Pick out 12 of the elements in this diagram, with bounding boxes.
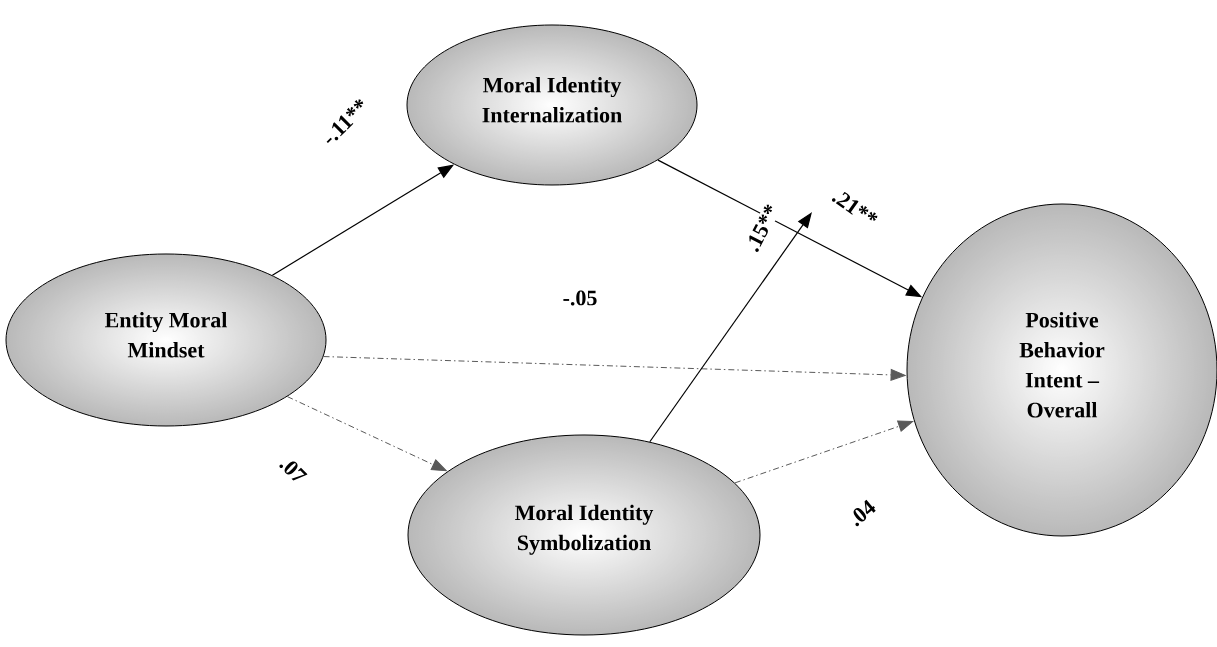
ellipse-node: Entity Moral Mindset — [5, 253, 327, 427]
edge-label: .04 — [845, 497, 879, 529]
edge-label: .21** — [829, 186, 881, 230]
arrow — [323, 356, 906, 381]
arrow — [734, 420, 914, 484]
ellipse-node: Moral Identity Internalization — [406, 24, 698, 186]
edge-label: -.05 — [561, 289, 599, 307]
edge-label: .07 — [276, 453, 310, 487]
edge-label: .15** — [742, 201, 782, 255]
arrow — [286, 396, 447, 472]
arrow — [649, 212, 812, 443]
ellipse-node: Moral Identity Symbolization — [407, 434, 761, 636]
